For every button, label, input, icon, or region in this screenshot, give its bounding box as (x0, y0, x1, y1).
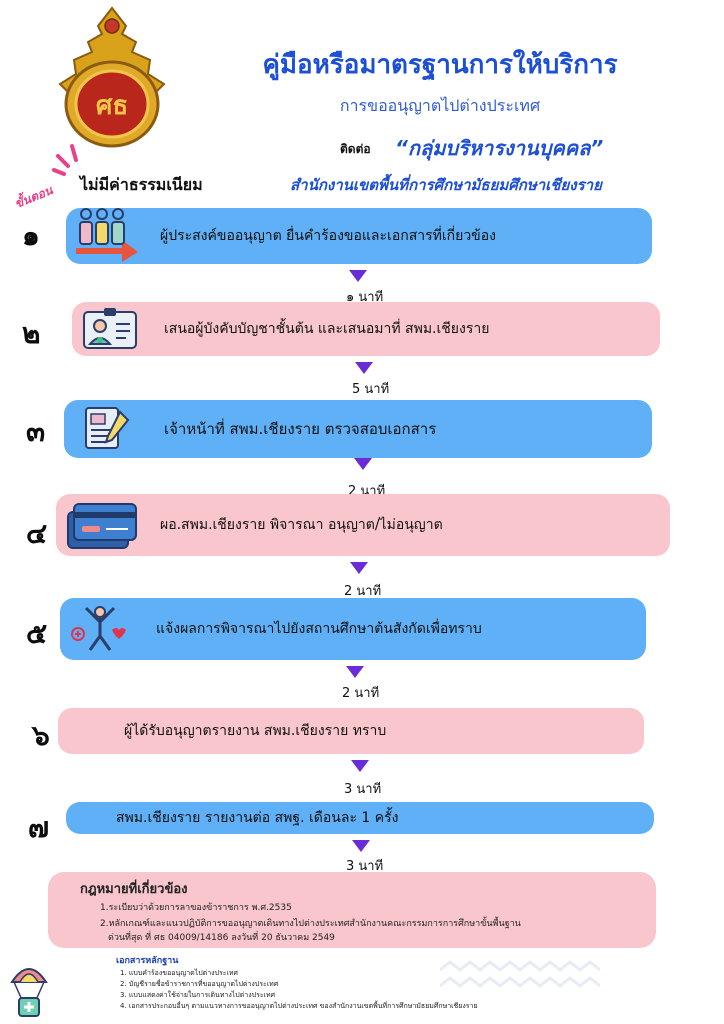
step-number: ๖ (32, 719, 50, 752)
step-time: 3 นาที (344, 782, 382, 797)
document-item: 3. แบบแสดงค่าใช้จ่ายในการเดินทางไปต่างปร… (120, 991, 276, 999)
step-text: สพม.เชียงราย รายงานต่อ สพฐ. เดือนละ 1 คร… (116, 810, 399, 826)
step-time: ๑ นาที (346, 290, 384, 305)
burst-lines-icon (52, 144, 78, 176)
document-item: 2. บัญชีรายชื่อข้าราชการที่ขออนุญาตไปต่า… (120, 980, 279, 988)
parachute-aid-icon (10, 968, 48, 1017)
document-item: 4. เอกสารประกอบอื่นๆ ตามแนวทางการขออนุญา… (120, 1002, 478, 1010)
step-number: ๒ (22, 317, 41, 350)
page-title: คู่มือหรือมาตรฐานการให้บริการ (262, 50, 618, 80)
step-text: ผู้ได้รับอนุญาตรายงาน สพม.เชียงราย ทราบ (124, 723, 387, 739)
people-arrow-icon (76, 208, 138, 262)
contact-label: ติดต่อ (340, 142, 371, 156)
step-time: 5 นาที (352, 382, 390, 397)
office-name: สำนักงานเขตพื้นที่การศึกษามัธยมศึกษาเชีย… (290, 176, 602, 194)
step-number: ๕ (26, 617, 48, 650)
fee-note: ไม่มีค่าธรรมเนียม (80, 175, 203, 194)
svg-text:ศธ: ศธ (96, 91, 128, 121)
law-item: 1.ระเบียบว่าด้วยการลาของข้าราชการ พ.ศ.25… (100, 903, 292, 913)
contact-group: “กลุ่มบริหารงานบุคคล” (395, 136, 604, 160)
step-box: ผู้ได้รับอนุญาตรายงาน สพม.เชียงราย ทราบ (58, 708, 644, 754)
step-box: แจ้งผลการพิจารณาไปยังสถานศึกษาต้นสังกัดเ… (60, 598, 646, 660)
step-number: ๓ (26, 415, 46, 448)
down-arrow-icon (355, 362, 373, 374)
step-number: ๗ (28, 811, 50, 844)
wave-decoration-icon (440, 960, 600, 988)
law-box: กฎหมายที่เกี่ยวข้อง 1.ระเบียบว่าด้วยการล… (48, 872, 656, 948)
law-item: 2.หลักเกณฑ์และแนวปฏิบัติการขออนุญาตเดินท… (100, 919, 521, 929)
down-arrow-icon (346, 666, 364, 678)
person-health-icon (71, 606, 126, 651)
step-time: 3 นาที (346, 859, 384, 874)
step-box: ผอ.สพม.เชียงราย พิจารณา อนุญาต/ไม่อนุญาต (56, 494, 670, 556)
down-arrow-icon (349, 270, 367, 282)
down-arrow-icon (352, 840, 370, 852)
cards-icon (67, 503, 137, 549)
step-text: ผู้ประสงค์ขออนุญาต ยื่นคำร้องขอและเอกสาร… (160, 228, 496, 244)
document-item: 1. แบบคำร้องขออนุญาตไปต่างประเทศ (120, 969, 238, 977)
documents-title: เอกสารหลักฐาน (116, 956, 179, 966)
down-arrow-icon (354, 458, 372, 470)
law-title: กฎหมายที่เกี่ยวข้อง (80, 882, 188, 897)
step-text: ผอ.สพม.เชียงราย พิจารณา อนุญาต/ไม่อนุญาต (160, 517, 443, 533)
step-time: 2 นาที (342, 686, 380, 701)
step-time: 2 นาที (344, 584, 382, 599)
page-subtitle: การขออนุญาตไปต่างประเทศ (339, 96, 541, 115)
step-box: เสนอผู้บังคับบัญชาชั้นต้น และเสนอมาที่ ส… (72, 302, 660, 356)
step-number: ๔ (26, 517, 48, 550)
step-number: ๑ (22, 219, 40, 252)
step-box: เจ้าหน้าที่ สพม.เชียงราย ตรวจสอบเอกสาร (64, 400, 652, 458)
step-text: แจ้งผลการพิจารณาไปยังสถานศึกษาต้นสังกัดเ… (156, 621, 482, 637)
down-arrow-icon (350, 562, 368, 574)
document-pen-icon (85, 407, 130, 449)
step-text: เจ้าหน้าที่ สพม.เชียงราย ตรวจสอบเอกสาร (164, 420, 437, 438)
law-item: ด่วนที่สุด ที่ ศธ 04009/14186 ลงวันที่ 2… (108, 933, 335, 943)
step-text: เสนอผู้บังคับบัญชาชั้นต้น และเสนอมาที่ ส… (164, 321, 490, 337)
down-arrow-icon (351, 760, 369, 772)
id-card-icon (83, 308, 137, 349)
step-box: ผู้ประสงค์ขออนุญาต ยื่นคำร้องขอและเอกสาร… (66, 208, 652, 264)
step-label: ขั้นตอน (12, 183, 55, 211)
office-emblem-icon: ศธ (58, 6, 166, 148)
step-box: สพม.เชียงราย รายงานต่อ สพฐ. เดือนละ 1 คร… (66, 802, 654, 834)
